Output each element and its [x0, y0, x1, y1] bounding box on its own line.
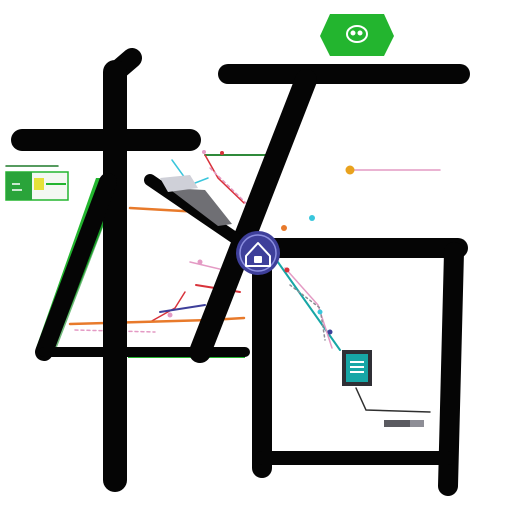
connector-line — [274, 257, 341, 351]
hub-ring — [239, 234, 277, 272]
chip-highlight-light — [160, 175, 198, 192]
connector-line — [159, 304, 206, 313]
tag-chip — [34, 178, 44, 190]
connector-line — [209, 167, 249, 206]
connector-line — [289, 284, 326, 341]
connector-line — [355, 387, 431, 413]
tag-glyph — [12, 183, 22, 191]
status-bar-fill — [384, 420, 410, 427]
node-dot — [284, 267, 290, 273]
chip-highlight — [168, 188, 232, 226]
connector-line — [204, 154, 245, 204]
top-badge[interactable] — [320, 14, 394, 56]
hub-circle — [236, 231, 280, 275]
hub-node[interactable] — [236, 231, 280, 275]
stroke-diagonal — [189, 69, 317, 363]
tag-side — [6, 172, 32, 200]
node-dot — [327, 329, 333, 335]
node-dot — [197, 259, 203, 265]
stroke-box-right — [438, 242, 464, 496]
stroke-left-sweep — [35, 173, 117, 361]
home-icon — [245, 242, 271, 267]
table-icon — [350, 361, 364, 373]
connector-line — [284, 267, 333, 349]
left-tag[interactable] — [5, 171, 69, 201]
badge-shape — [320, 14, 394, 56]
node-dot — [345, 165, 355, 175]
glyph-strokes — [11, 48, 470, 496]
teal-panel[interactable] — [342, 350, 372, 386]
connector-line — [149, 291, 186, 323]
node-dot — [220, 151, 224, 155]
node-dot — [202, 150, 206, 154]
node-dot — [309, 215, 315, 221]
node-dot — [281, 225, 287, 231]
wechat-icon — [346, 25, 368, 43]
home-icon-door — [254, 256, 262, 263]
node-dot — [317, 309, 323, 315]
node-dots — [167, 150, 355, 335]
connector-line — [74, 329, 156, 333]
node-dot — [167, 312, 173, 318]
